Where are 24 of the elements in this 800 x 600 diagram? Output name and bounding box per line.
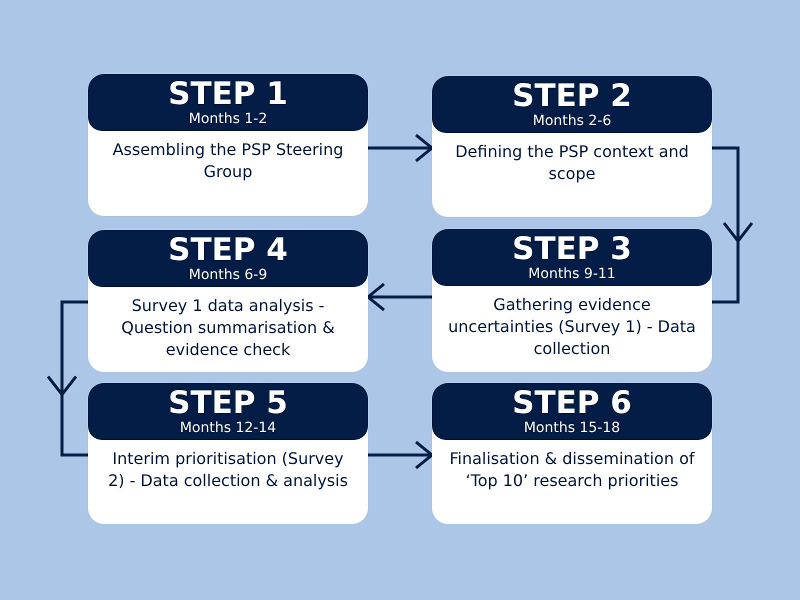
step-card: [88, 383, 368, 524]
step-card: [432, 229, 712, 372]
step-title: STEP 3: [512, 232, 632, 264]
step-card: [432, 383, 712, 524]
step-duration: Months 6-9: [188, 266, 268, 284]
step-duration: Months 1-2: [188, 110, 268, 128]
step-duration: Months 15-18: [524, 418, 620, 436]
step-description: Finalisation & dissemination of ‘Top 10’ research priorities: [448, 448, 696, 492]
step-duration: Months 2-6: [532, 112, 612, 130]
step-title: STEP 2: [512, 80, 632, 112]
step-duration: Months 9-11: [528, 264, 616, 282]
step-title: STEP 5: [168, 386, 288, 418]
step-card: [88, 74, 368, 216]
step-description: Defining the PSP context and scope: [454, 141, 690, 185]
step-title: STEP 6: [512, 386, 632, 418]
step-description: Assembling the PSP Steering Group: [112, 139, 344, 183]
step-description: Gathering evidence uncertainties (Survey 1) - Data collection: [448, 294, 696, 360]
step-description: Interim prioritisation (Survey 2) - Data collection & analysis: [107, 448, 349, 492]
step-title: STEP 1: [168, 78, 288, 110]
step-title: STEP 4: [168, 234, 288, 266]
step-card: [88, 230, 368, 372]
step-description: Survey 1 data analysis - Question summarisation & evidence check: [120, 295, 336, 361]
step-duration: Months 12-14: [180, 418, 276, 436]
step-card: [432, 76, 712, 217]
